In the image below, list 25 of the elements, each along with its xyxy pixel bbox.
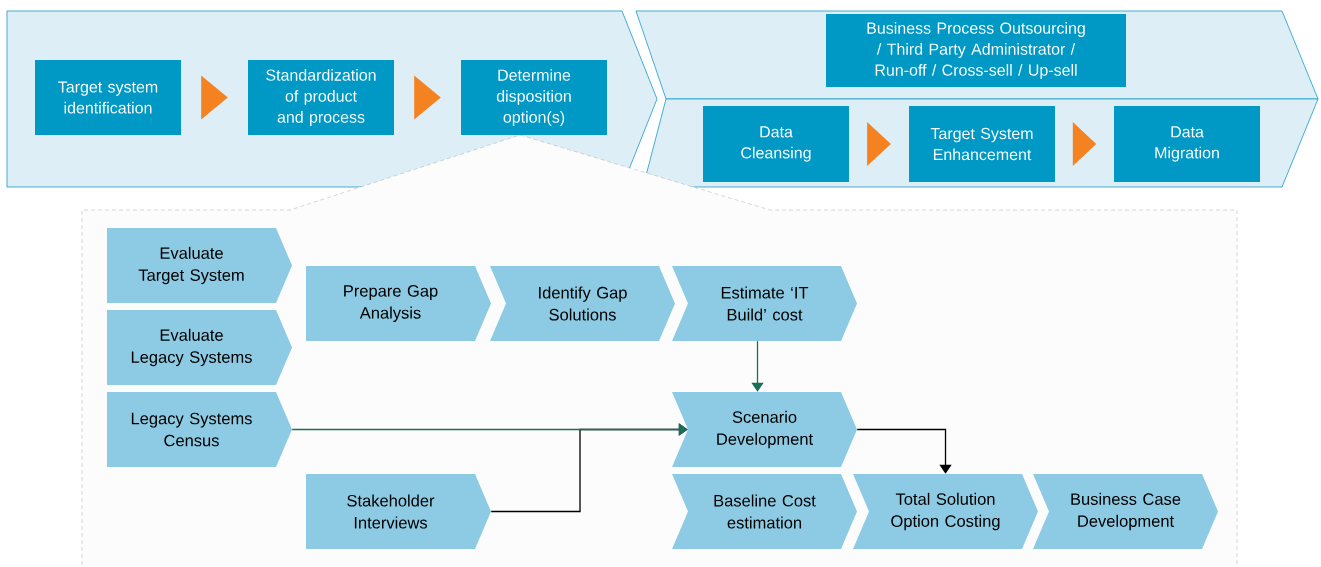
chevron-step: Scenario Development xyxy=(672,392,857,467)
process-box: Target System Enhancement xyxy=(909,106,1055,182)
chevron-step: Identify Gap Solutions xyxy=(490,266,675,341)
process-box: Standardization of product and process xyxy=(248,60,394,135)
chevron-arrow xyxy=(201,75,228,120)
process-box: Business Process Outsourcing / Third Party Administrator / Run-off / Cross-sell / Up-sell xyxy=(826,14,1126,87)
process-box: Data Migration xyxy=(1114,106,1260,182)
process-box: Data Cleansing xyxy=(703,106,849,182)
chevron-arrow xyxy=(867,122,891,166)
connector-arrow xyxy=(856,428,952,474)
chevron-step: Business Case Development xyxy=(1033,474,1218,549)
chevron-step: Evaluate Legacy Systems xyxy=(107,310,292,385)
chevron-arrow xyxy=(1072,122,1097,166)
chevron-step: Total Solution Option Costing xyxy=(853,474,1038,549)
connector-arrow xyxy=(291,423,688,436)
process-box: Target system identification xyxy=(35,60,181,135)
chevron-step: Prepare Gap Analysis xyxy=(306,266,491,341)
chevron-step: Evaluate Target System xyxy=(107,228,292,303)
connector-arrow xyxy=(751,340,764,392)
process-box: Determine disposition option(s) xyxy=(461,60,607,135)
chevron-step: Estimate ‘IT Build’ cost xyxy=(672,266,857,341)
chevron-arrow xyxy=(414,75,441,120)
chevron-step: Baseline Cost estimation xyxy=(672,474,857,549)
chevron-step: Stakeholder Interviews xyxy=(306,474,491,549)
chevron-step: Legacy Systems Census xyxy=(107,392,292,467)
